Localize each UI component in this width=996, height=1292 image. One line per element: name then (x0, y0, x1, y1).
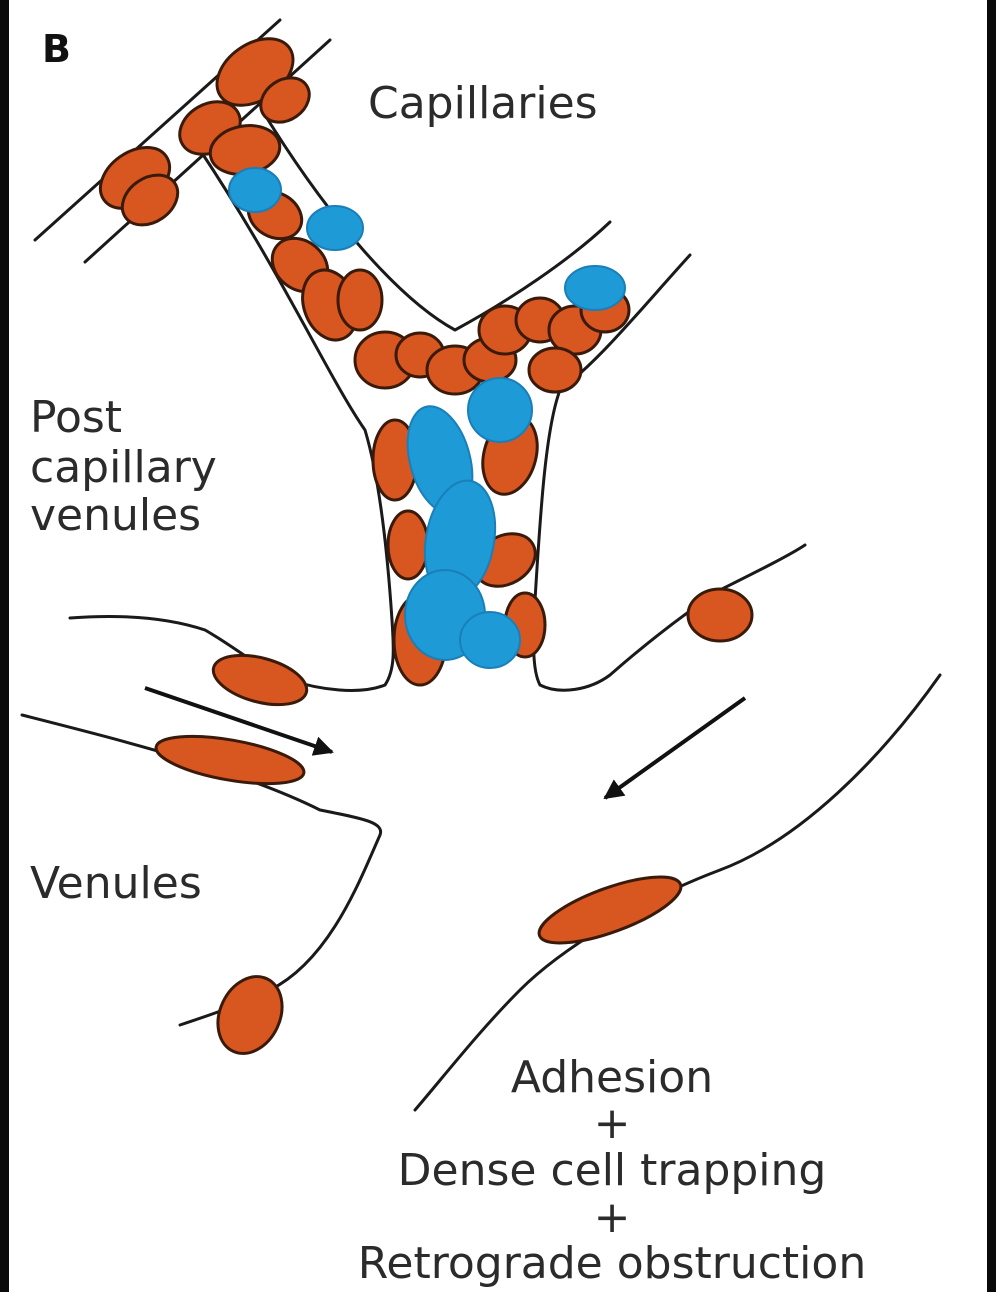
post-capillary-label-line1: Post (30, 392, 122, 443)
red-cell (336, 268, 384, 332)
red-cell (120, 173, 180, 227)
red-blood-cells (98, 37, 754, 1055)
white-cell (228, 167, 282, 213)
post-capillary-label-line3: venules (30, 490, 201, 541)
flow-arrow-right (603, 696, 747, 800)
white-cell (459, 611, 521, 669)
branch-wall-right-upper (263, 113, 612, 332)
flow-arrow-left (144, 686, 334, 756)
mechanism-dense-cell-trapping: Dense cell trapping (398, 1145, 827, 1196)
mechanism-adhesion: Adhesion (511, 1052, 713, 1103)
white-cell (467, 377, 533, 443)
red-cell (211, 653, 309, 707)
mechanism-plus-2: + (594, 1192, 631, 1243)
white-cell (306, 205, 364, 251)
right-border-bar (987, 0, 996, 1292)
capillaries-label: Capillaries (368, 78, 598, 129)
left-border-bar (0, 0, 9, 1292)
branch-wall-left (68, 148, 395, 692)
red-cell (686, 587, 754, 643)
white-cell (564, 265, 626, 311)
mechanism-plus-1: + (594, 1098, 631, 1149)
red-cell (154, 734, 306, 786)
white-blood-cells (228, 167, 626, 669)
mechanism-retrograde-obstruction: Retrograde obstruction (358, 1238, 866, 1289)
red-cell (527, 346, 583, 394)
panel-letter: B (42, 27, 71, 71)
venules-label: Venules (30, 858, 202, 909)
red-cell (259, 76, 311, 124)
post-capillary-label-line2: capillary (30, 442, 217, 493)
red-cell (386, 509, 430, 581)
red-cell (216, 975, 284, 1055)
red-cell (537, 875, 683, 945)
